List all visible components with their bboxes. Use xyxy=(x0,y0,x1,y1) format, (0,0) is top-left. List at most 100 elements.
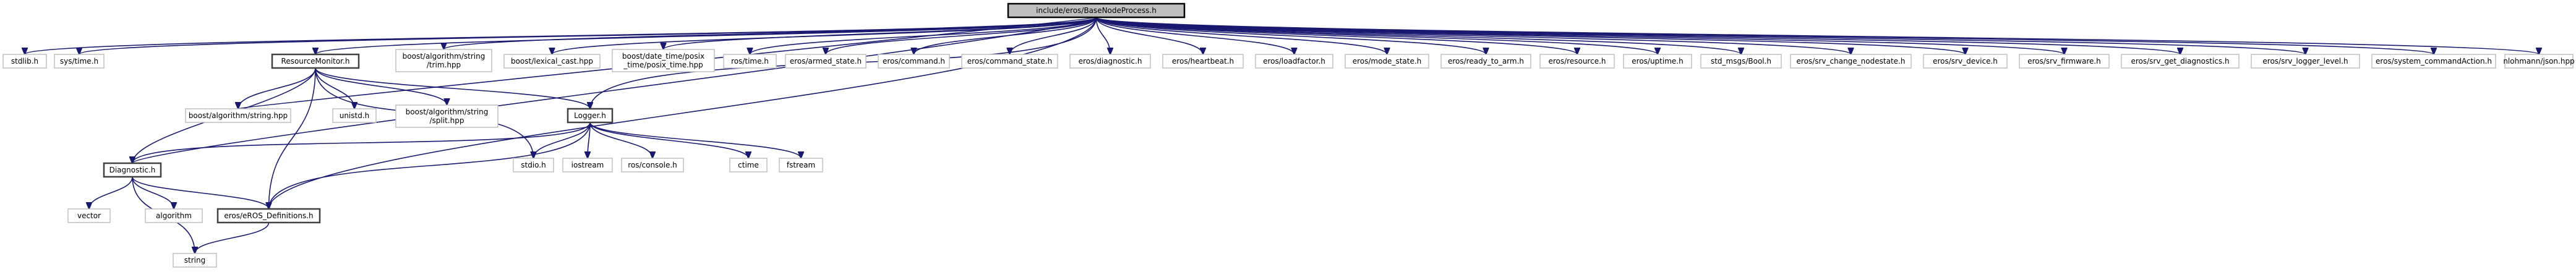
edge-resmon-to-split xyxy=(315,67,447,105)
node-trim: boost/algorithm/string/trim.hpp xyxy=(395,49,492,72)
node-algstring: boost/algorithm/string.hpp xyxy=(185,108,291,123)
node-cmdstate: eros/command_state.h xyxy=(961,54,1058,69)
node-iostream: iostream xyxy=(562,158,613,172)
node-vector-label: vector xyxy=(77,211,101,220)
node-string-box xyxy=(173,253,217,268)
node-erosdefs-label: eros/eROS_Definitions.h xyxy=(224,211,313,220)
node-boolmsg-label: std_msgs/Bool.h xyxy=(1711,57,1771,66)
node-loadfactor-label: eros/loadfactor.h xyxy=(1263,57,1325,66)
edge-root-to-boolmsg xyxy=(1095,17,1742,54)
edge-root-to-posixtime xyxy=(664,17,1097,49)
edge-root-to-srvnode xyxy=(1095,17,1851,54)
node-logger-box xyxy=(567,108,614,124)
edge-root-to-diagmsg xyxy=(1095,17,1111,54)
node-json-label: nlohmann/json.hpp xyxy=(2503,57,2574,66)
edge-root-to-heartbeat xyxy=(1095,17,1204,54)
node-stdio: stdio.h xyxy=(513,158,554,172)
edge-logger-to-fstream xyxy=(589,122,801,158)
node-algstring-label: boost/algorithm/string.hpp xyxy=(189,111,288,120)
node-unistd-label: unistd.h xyxy=(340,111,370,120)
node-string-label: string xyxy=(184,256,205,265)
node-ctime-label: ctime xyxy=(738,161,759,169)
edge-erosdefs-to-string xyxy=(195,222,270,253)
node-erosdefs[interactable]: eros/eROS_Definitions.h xyxy=(216,208,321,224)
node-srvdevice: eros/srv_device.h xyxy=(1923,54,2008,69)
node-syscmd-label: eros/system_commandAction.h xyxy=(2376,57,2492,66)
node-resource: eros/resource.h xyxy=(1539,54,1615,69)
node-unistd-box xyxy=(332,108,377,123)
node-srvgetdiag: eros/srv_get_diagnostics.h xyxy=(2121,54,2240,69)
node-srvlogger: eros/srv_logger_level.h xyxy=(2251,54,2360,69)
edge-root-to-srvlogger xyxy=(1095,17,2306,54)
node-cmdstate-box xyxy=(961,54,1058,69)
node-heartbeat-label: eros/heartbeat.h xyxy=(1172,57,1234,66)
node-diagnostic[interactable]: Diagnostic.h xyxy=(103,162,162,178)
node-posixtime-box xyxy=(612,49,715,72)
edge-root-to-cmdstate xyxy=(1010,17,1097,54)
edge-root-to-erosdefs xyxy=(269,17,1097,209)
node-systime-label: sys/time.h xyxy=(60,57,98,66)
node-ctime: ctime xyxy=(729,158,768,172)
edge-root-to-rostime xyxy=(750,17,1097,54)
node-posixtime-label: boost/date_time/posix xyxy=(622,52,704,61)
node-srvlogger-box xyxy=(2251,54,2360,69)
edge-logger-to-stdio xyxy=(534,122,591,158)
node-diagmsg-label: eros/diagnostic.h xyxy=(1079,57,1142,66)
node-systime-box xyxy=(54,54,105,69)
node-trim-label: /trim.hpp xyxy=(427,61,461,69)
edge-root-to-trim xyxy=(444,17,1097,49)
edge-logger-to-diagnostic xyxy=(132,122,591,163)
node-srvfw-label: eros/srv_firmware.h xyxy=(2027,57,2101,66)
node-syscmd: eros/system_commandAction.h xyxy=(2371,54,2496,69)
node-srvdevice-label: eros/srv_device.h xyxy=(1933,57,1998,66)
node-stdio-box xyxy=(513,158,554,172)
edge-logger-to-console xyxy=(589,122,653,158)
node-console-label: ros/console.h xyxy=(628,161,677,169)
edge-resmon-to-erosdefs xyxy=(269,67,316,209)
node-lexcast-box xyxy=(503,54,601,69)
node-lexcast: boost/lexical_cast.hpp xyxy=(503,54,601,69)
node-iostream-label: iostream xyxy=(571,161,604,169)
edge-root-to-resmon xyxy=(315,17,1097,54)
node-logger[interactable]: Logger.h xyxy=(567,108,614,124)
edge-root-to-loadfactor xyxy=(1095,17,1294,54)
node-stdlib-box xyxy=(2,54,47,69)
edge-root-to-systime xyxy=(79,17,1097,54)
node-resource-label: eros/resource.h xyxy=(1548,57,1606,66)
node-root[interactable]: include/eros/BaseNodeProcess.h xyxy=(1007,2,1186,19)
node-srvgetdiag-label: eros/srv_get_diagnostics.h xyxy=(2131,57,2229,66)
node-mode: eros/mode_state.h xyxy=(1345,54,1429,69)
node-ready-box xyxy=(1440,54,1531,69)
node-armed-label: eros/armed_state.h xyxy=(790,57,862,66)
node-stdio-label: stdio.h xyxy=(521,161,546,169)
node-mode-label: eros/mode_state.h xyxy=(1353,57,1422,66)
node-algorithm-label: algorithm xyxy=(156,211,192,220)
node-iostream-box xyxy=(562,158,613,172)
node-srvnode-box xyxy=(1790,54,1912,69)
node-stdlib-label: stdlib.h xyxy=(11,57,38,66)
node-command-label: eros/command.h xyxy=(883,57,945,66)
node-srvnode-label: eros/srv_change_nodestate.h xyxy=(1797,57,1906,66)
node-trim-label: boost/algorithm/string xyxy=(403,52,486,61)
node-split-box xyxy=(395,104,499,128)
node-srvlogger-label: eros/srv_logger_level.h xyxy=(2262,57,2348,66)
edge-root-to-json xyxy=(1095,17,2540,54)
node-syscmd-box xyxy=(2371,54,2496,69)
node-rostime: ros/time.h xyxy=(723,54,777,69)
node-posixtime-label: _time/posix_time.hpp xyxy=(623,61,703,69)
node-fstream: fstream xyxy=(779,158,823,172)
node-posixtime: boost/date_time/posix_time/posix_time.hp… xyxy=(612,49,715,72)
edge-resmon-to-logger xyxy=(315,67,590,109)
edge-logger-to-ctime xyxy=(589,122,748,158)
node-algorithm-box xyxy=(145,208,203,223)
node-rostime-box xyxy=(723,54,777,69)
node-systime: sys/time.h xyxy=(54,54,105,69)
node-resmon[interactable]: ResourceMonitor.h xyxy=(271,53,360,69)
node-trim-box xyxy=(395,49,492,72)
node-vector: vector xyxy=(67,208,111,223)
edge-root-to-stdlib xyxy=(25,17,1097,54)
node-split-label: boost/algorithm/string xyxy=(406,108,489,116)
node-split: boost/algorithm/string/split.hpp xyxy=(395,104,499,128)
node-console-box xyxy=(621,158,684,172)
